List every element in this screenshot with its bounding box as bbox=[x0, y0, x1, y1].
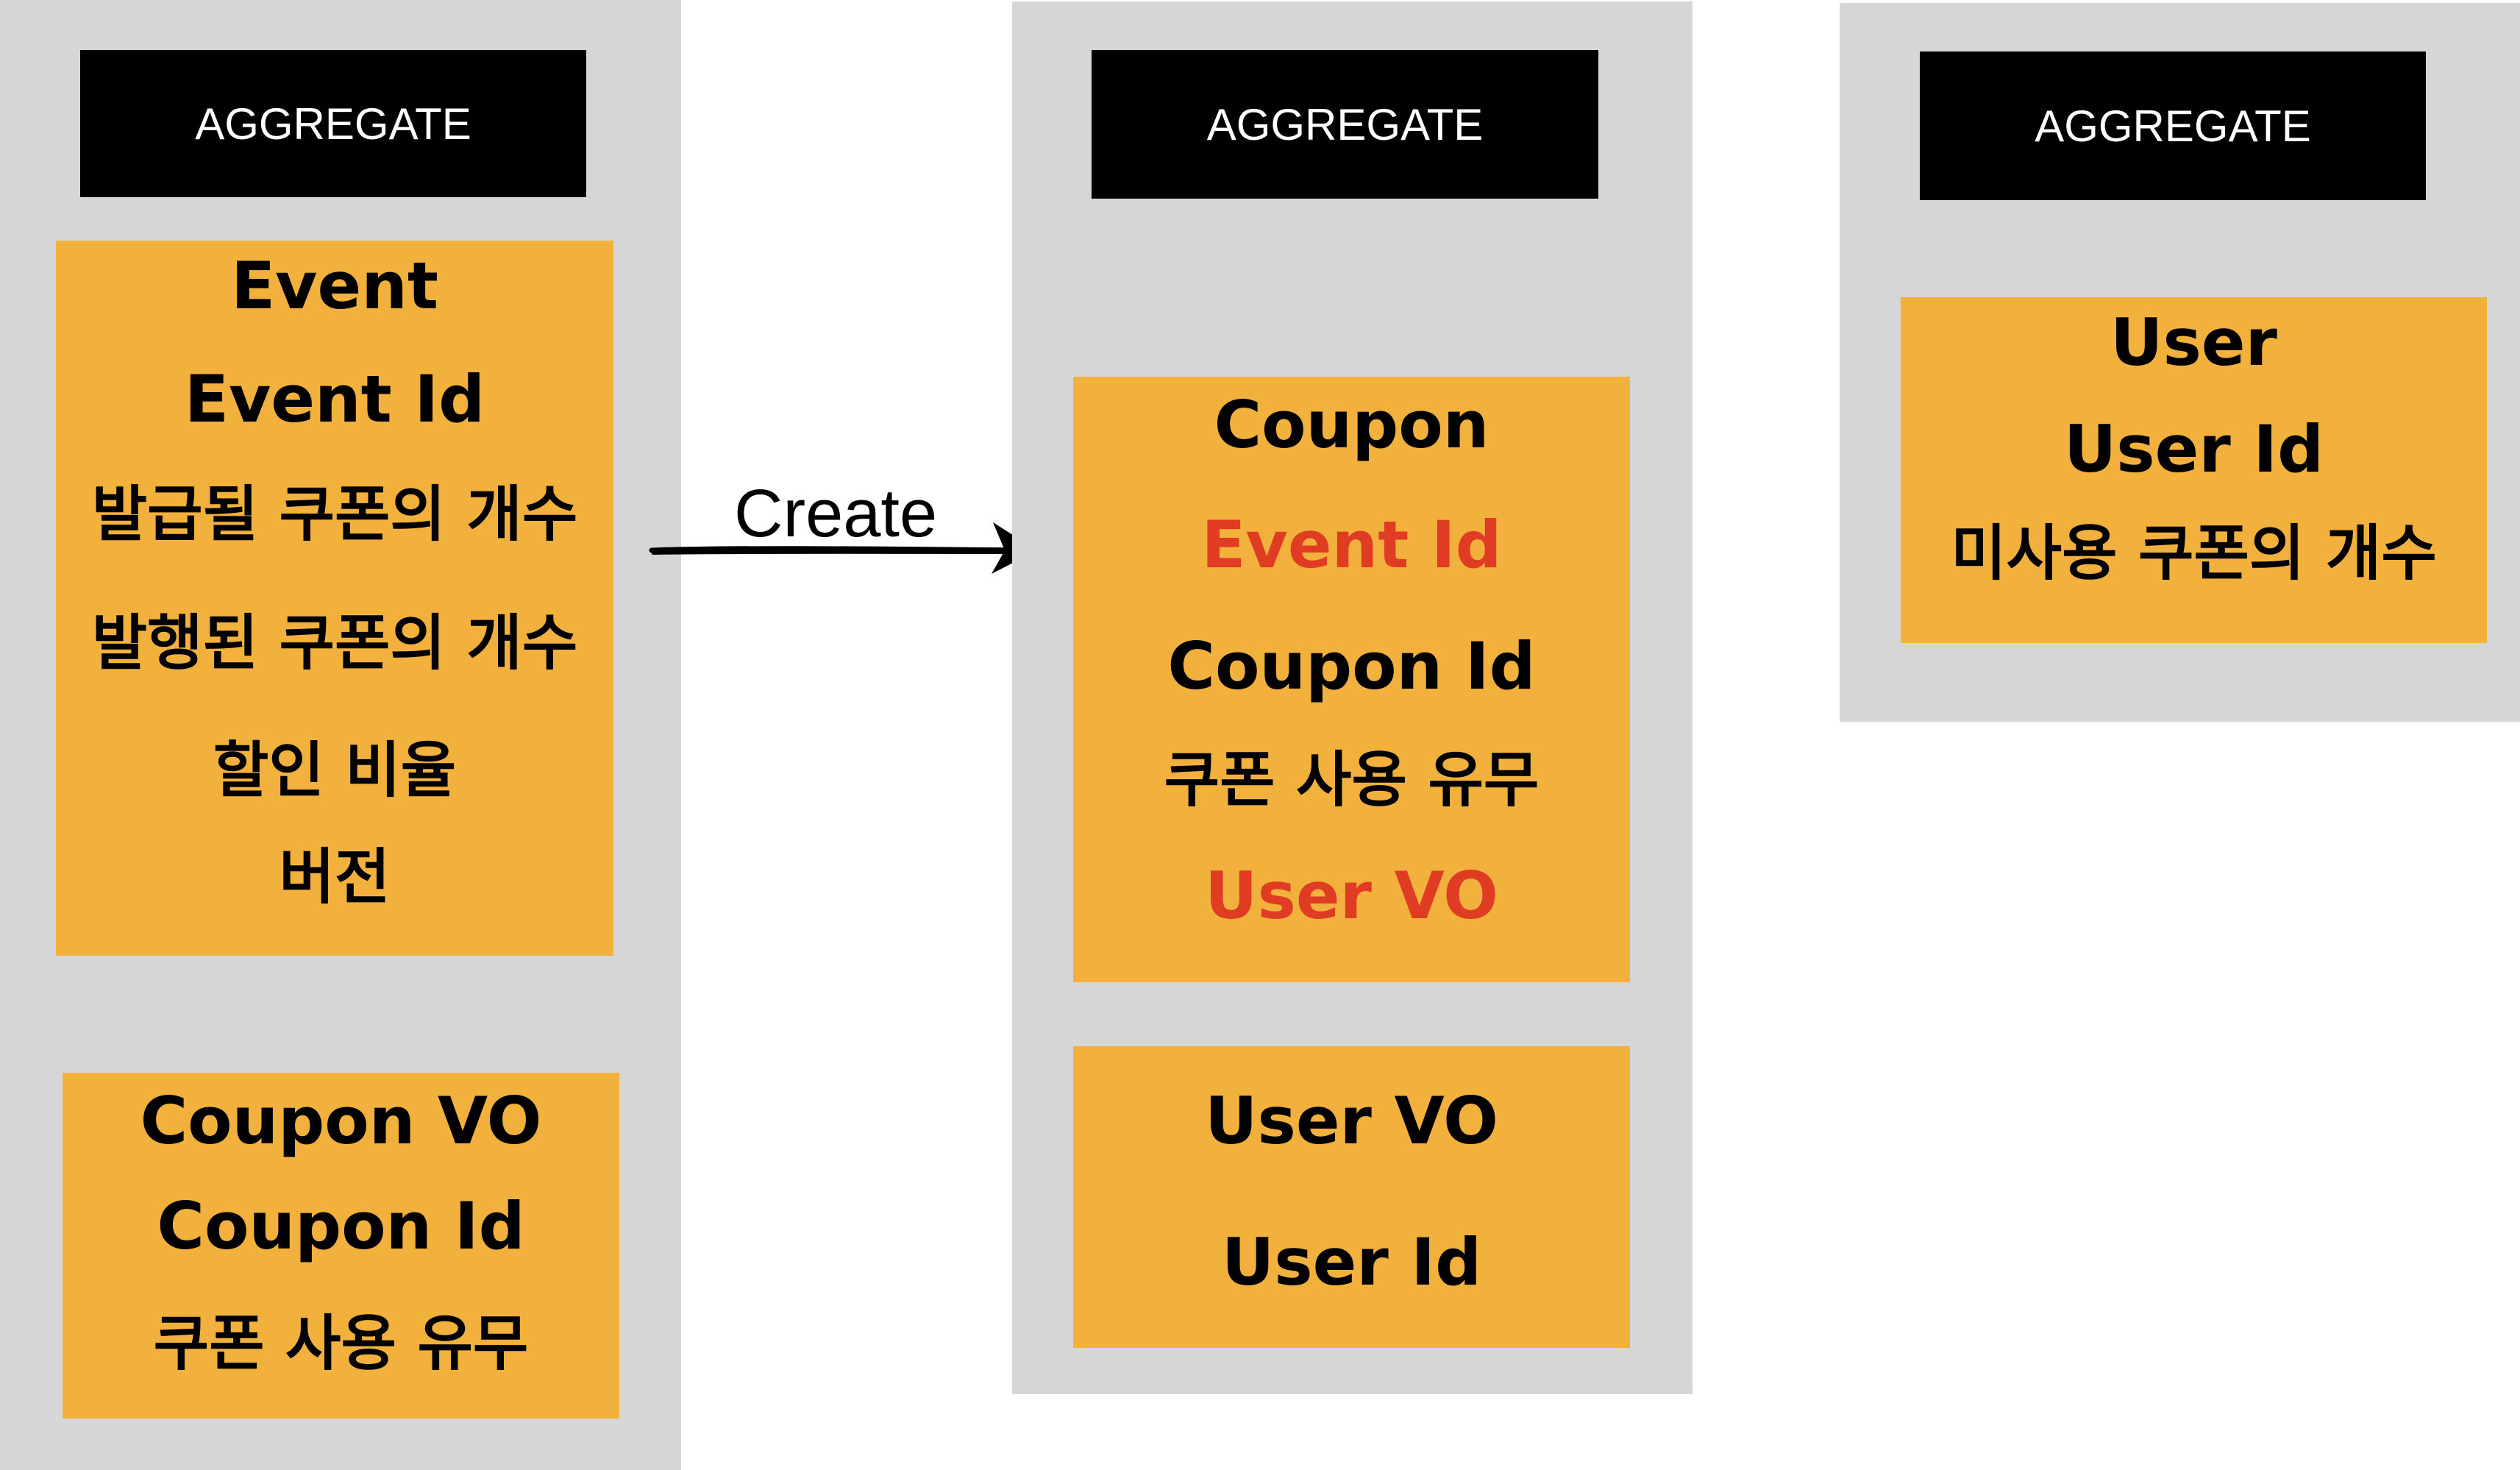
entity-field: User Id bbox=[2063, 411, 2324, 487]
aggregate-header: AGGREGATE bbox=[1092, 50, 1598, 199]
value-object-field: User Id bbox=[1221, 1224, 1482, 1300]
arrow-label: Create bbox=[734, 476, 938, 551]
value-object-box-user: User VO User Id bbox=[1073, 1046, 1630, 1348]
create-arrow: Create bbox=[647, 464, 1044, 589]
aggregate-panel-coupon: AGGREGATE Coupon Event Id Coupon Id 쿠폰 사… bbox=[1012, 1, 1693, 1394]
value-object-title: User VO bbox=[1205, 1083, 1498, 1159]
aggregate-panel-event: AGGREGATE Event Event Id 발급될 쿠폰의 개수 발행된 … bbox=[0, 0, 681, 1470]
value-object-box-coupon: Coupon VO Coupon Id 쿠폰 사용 유무 bbox=[63, 1073, 619, 1418]
entity-field: 미사용 쿠폰의 개수 bbox=[1951, 519, 2437, 589]
entity-box-coupon: Coupon Event Id Coupon Id 쿠폰 사용 유무 User … bbox=[1073, 377, 1630, 982]
entity-field: 쿠폰 사용 유무 bbox=[1164, 745, 1540, 815]
entity-field: 버전 bbox=[279, 842, 391, 912]
entity-box-user: User User Id 미사용 쿠폰의 개수 bbox=[1901, 297, 2487, 643]
value-object-field: 쿠폰 사용 유무 bbox=[153, 1309, 529, 1379]
entity-field: 할인 비율 bbox=[213, 736, 457, 806]
entity-field-reference: Event Id bbox=[1201, 507, 1502, 583]
arrow-icon bbox=[649, 522, 1037, 574]
aggregate-header: AGGREGATE bbox=[1920, 52, 2426, 200]
entity-title: User bbox=[2110, 305, 2277, 380]
entity-field: Coupon Id bbox=[1167, 628, 1536, 704]
aggregate-panel-user: AGGREGATE User User Id 미사용 쿠폰의 개수 bbox=[1840, 3, 2520, 722]
entity-box-event: Event Event Id 발급될 쿠폰의 개수 발행된 쿠폰의 개수 할인 … bbox=[56, 241, 613, 956]
aggregate-header: AGGREGATE bbox=[80, 50, 586, 197]
entity-title: Event bbox=[231, 248, 438, 324]
entity-field: 발행된 쿠폰의 개수 bbox=[91, 608, 578, 678]
value-object-field: Coupon Id bbox=[157, 1188, 525, 1264]
entity-field-reference: User VO bbox=[1205, 858, 1498, 934]
value-object-title: Coupon VO bbox=[140, 1083, 542, 1159]
entity-field: 발급될 쿠폰의 개수 bbox=[91, 480, 578, 550]
entity-title: Coupon bbox=[1214, 387, 1489, 463]
entity-field: Event Id bbox=[184, 361, 485, 437]
